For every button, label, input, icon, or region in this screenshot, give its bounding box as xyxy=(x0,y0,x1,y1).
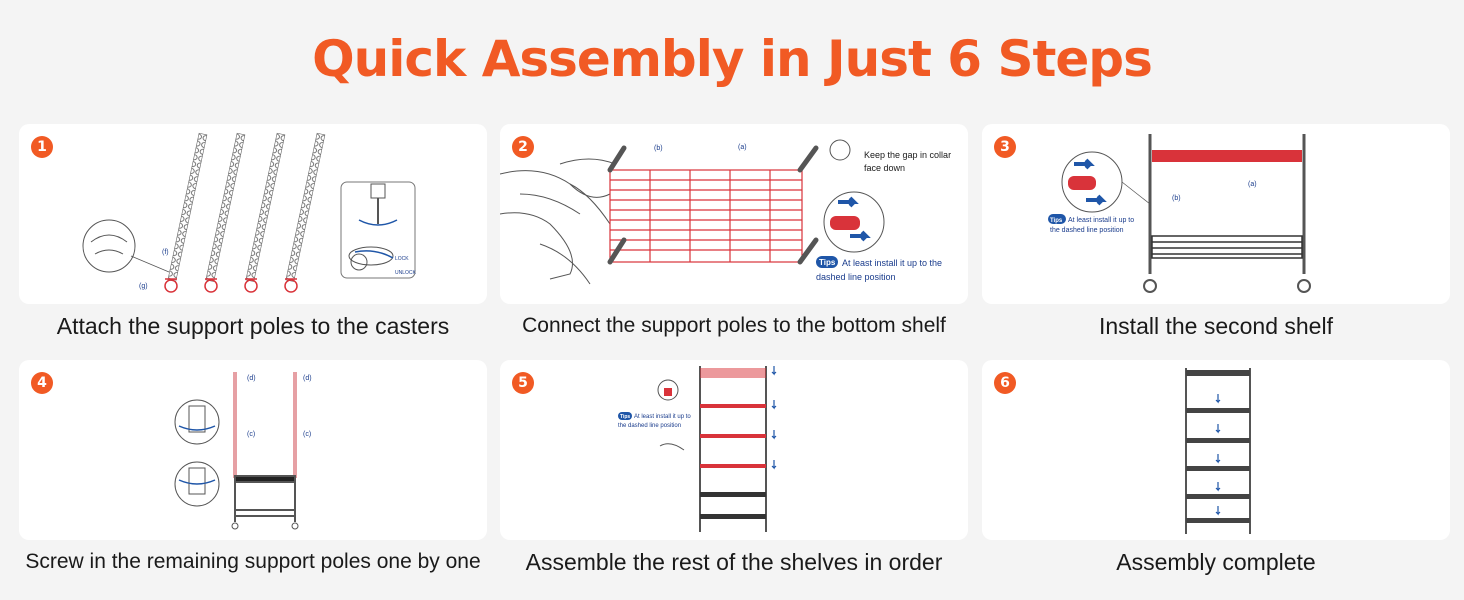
black-shelves xyxy=(700,492,766,519)
gap-note-line1: Keep the gap in collar xyxy=(864,150,951,160)
step-2-panel: (b) (a) Keep the gap in collar face down… xyxy=(500,124,968,304)
down-arrows xyxy=(771,366,777,470)
step-4-caption: Screw in the remaining support poles one… xyxy=(25,550,481,573)
label-c-left: (c) xyxy=(247,431,255,438)
shelf-frame xyxy=(699,366,767,532)
person-sketch xyxy=(500,158,616,285)
step-4-panel: (d) (d) (c) (c) 4 xyxy=(19,360,487,540)
tip-line2: dashed line position xyxy=(816,272,896,282)
label-b: (b) xyxy=(1172,195,1181,202)
down-arrows xyxy=(1215,394,1221,516)
step-3-panel: (a) (b) Tips At least install it up to t… xyxy=(982,124,1450,304)
step-3-badge: 3 xyxy=(994,136,1016,158)
gap-note-line2: face down xyxy=(864,163,905,173)
label-unlock: UNLOCK xyxy=(395,270,417,276)
step-1-illustration: (f) (g) LOCK UNLOCK xyxy=(82,132,417,293)
tip-line2: the dashed line position xyxy=(618,423,681,429)
label-g: (g) xyxy=(139,283,148,290)
lower-frame xyxy=(234,475,296,522)
tip-line1: At least install it up to xyxy=(634,414,691,420)
step-5-panel: Tips At least install it up to the dashe… xyxy=(500,360,968,540)
step-3-caption: Install the second shelf xyxy=(1099,313,1333,339)
label-f: (f) xyxy=(162,249,169,256)
label-a: (a) xyxy=(738,144,747,151)
label-c-right: (c) xyxy=(303,431,311,438)
label-lock: LOCK xyxy=(395,256,409,262)
tip-line1: At least install it up to xyxy=(1068,217,1134,224)
second-shelf xyxy=(1152,150,1302,162)
bottom-shelf xyxy=(1151,235,1303,259)
red-shelves xyxy=(700,368,766,468)
bottom-shelf-grid xyxy=(609,169,803,263)
step-5-badge: 5 xyxy=(512,372,534,394)
label-b: (b) xyxy=(654,145,663,152)
step-2-caption: Connect the support poles to the bottom … xyxy=(522,314,946,337)
corner-poles xyxy=(607,145,819,265)
step-5-illustration: Tips At least install it up to the dashe… xyxy=(618,366,777,532)
step-6-illustration xyxy=(1185,368,1251,534)
step-4-illustration: (d) (d) (c) (c) xyxy=(174,372,312,530)
step-1-caption: Attach the support poles to the casters xyxy=(56,313,450,339)
casters xyxy=(164,278,298,293)
label-d-right: (d) xyxy=(303,375,312,382)
tip-line1: At least install it up to the xyxy=(842,258,942,268)
page-title: Quick Assembly in Just 6 Steps xyxy=(312,30,1153,88)
step-5-caption: Assemble the rest of the shelves in orde… xyxy=(525,549,943,575)
label-d-left: (d) xyxy=(247,375,256,382)
step-4-badge: 4 xyxy=(31,372,53,394)
tip-line2: the dashed line position xyxy=(1050,227,1124,234)
step-6-caption: Assembly complete xyxy=(1116,549,1316,575)
completed-shelf-frame xyxy=(1185,368,1251,534)
support-poles-pink xyxy=(233,372,297,478)
step-6-badge: 6 xyxy=(994,372,1016,394)
step-2-badge: 2 xyxy=(512,136,534,158)
tips-badge: Tips xyxy=(620,414,630,420)
step-3-illustration: (a) (b) Tips At least install it up to t… xyxy=(1048,134,1311,293)
support-poles xyxy=(167,132,326,282)
tips-badge: Tips xyxy=(819,258,836,267)
step-6-panel: 6 xyxy=(982,360,1450,540)
step-2-illustration: (b) (a) Keep the gap in collar face down… xyxy=(500,139,951,285)
step-1-badge: 1 xyxy=(31,136,53,158)
tips-badge: Tips xyxy=(1050,218,1063,224)
step-1-panel: (f) (g) LOCK UNLOCK 1 xyxy=(19,124,487,304)
label-a: (a) xyxy=(1248,181,1257,188)
completed-shelves xyxy=(1186,370,1250,523)
